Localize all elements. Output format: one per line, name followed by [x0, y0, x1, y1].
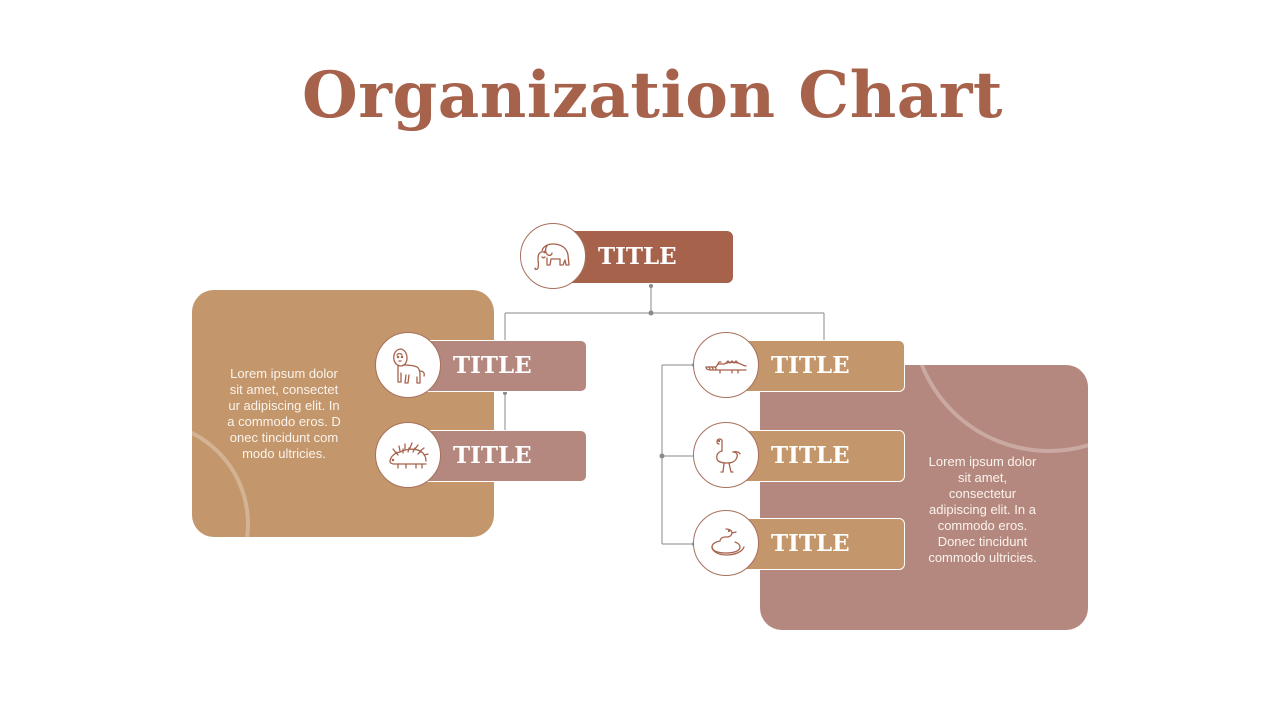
- node-title: TITLE: [453, 352, 532, 379]
- left-description-text: Lorem ipsum dolor sit amet, consectet ur…: [227, 366, 341, 461]
- crocodile-icon: [693, 332, 759, 398]
- elephant-icon: [520, 223, 586, 289]
- page-title: Organization Chart: [302, 58, 1003, 133]
- hedgehog-icon: [375, 422, 441, 488]
- node-bar: [408, 430, 587, 482]
- node-title: TITLE: [771, 442, 850, 469]
- node-title: TITLE: [598, 243, 677, 270]
- org-node-right-2[interactable]: TITLE: [693, 422, 905, 488]
- left-description-panel: Lorem ipsum dolor sit amet, consectet ur…: [192, 290, 494, 537]
- right-description-text: Lorem ipsum dolor sit amet, consectetur …: [928, 454, 1037, 565]
- right-description-panel: Lorem ipsum dolor sit amet, consectetur …: [760, 365, 1088, 630]
- org-node-left-2[interactable]: TITLE: [375, 422, 587, 488]
- node-title: TITLE: [771, 352, 850, 379]
- node-title: TITLE: [453, 442, 532, 469]
- org-node-root[interactable]: TITLE: [520, 223, 733, 289]
- lion-icon: [375, 332, 441, 398]
- org-node-right-1[interactable]: TITLE: [693, 332, 905, 398]
- org-node-right-3[interactable]: TITLE: [693, 510, 905, 576]
- org-node-left-1[interactable]: TITLE: [375, 332, 587, 398]
- snake-icon: [693, 510, 759, 576]
- node-title: TITLE: [771, 530, 850, 557]
- ostrich-icon: [693, 422, 759, 488]
